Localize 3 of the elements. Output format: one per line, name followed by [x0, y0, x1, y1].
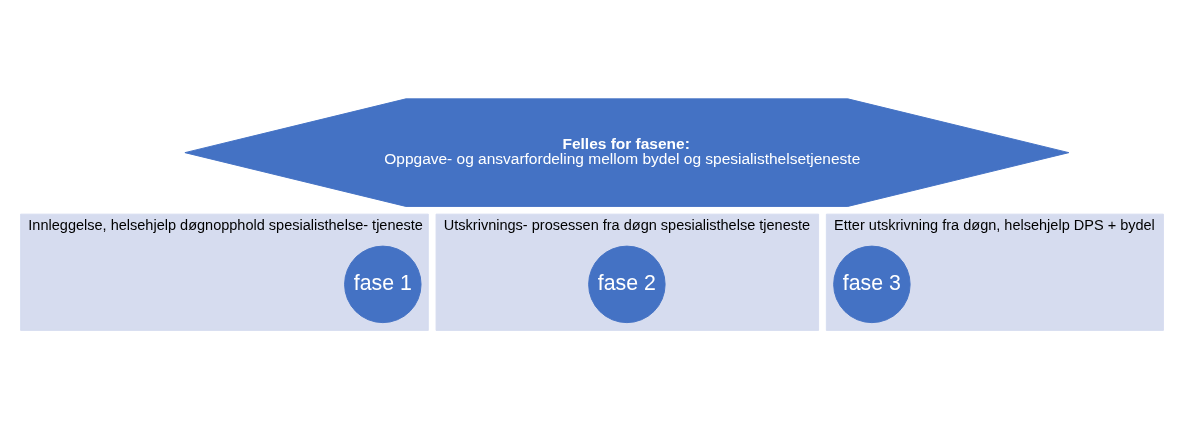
node-circle: fase 3	[833, 245, 911, 323]
node-circle: fase 1	[344, 245, 422, 323]
node-circle: fase 2	[588, 245, 666, 323]
